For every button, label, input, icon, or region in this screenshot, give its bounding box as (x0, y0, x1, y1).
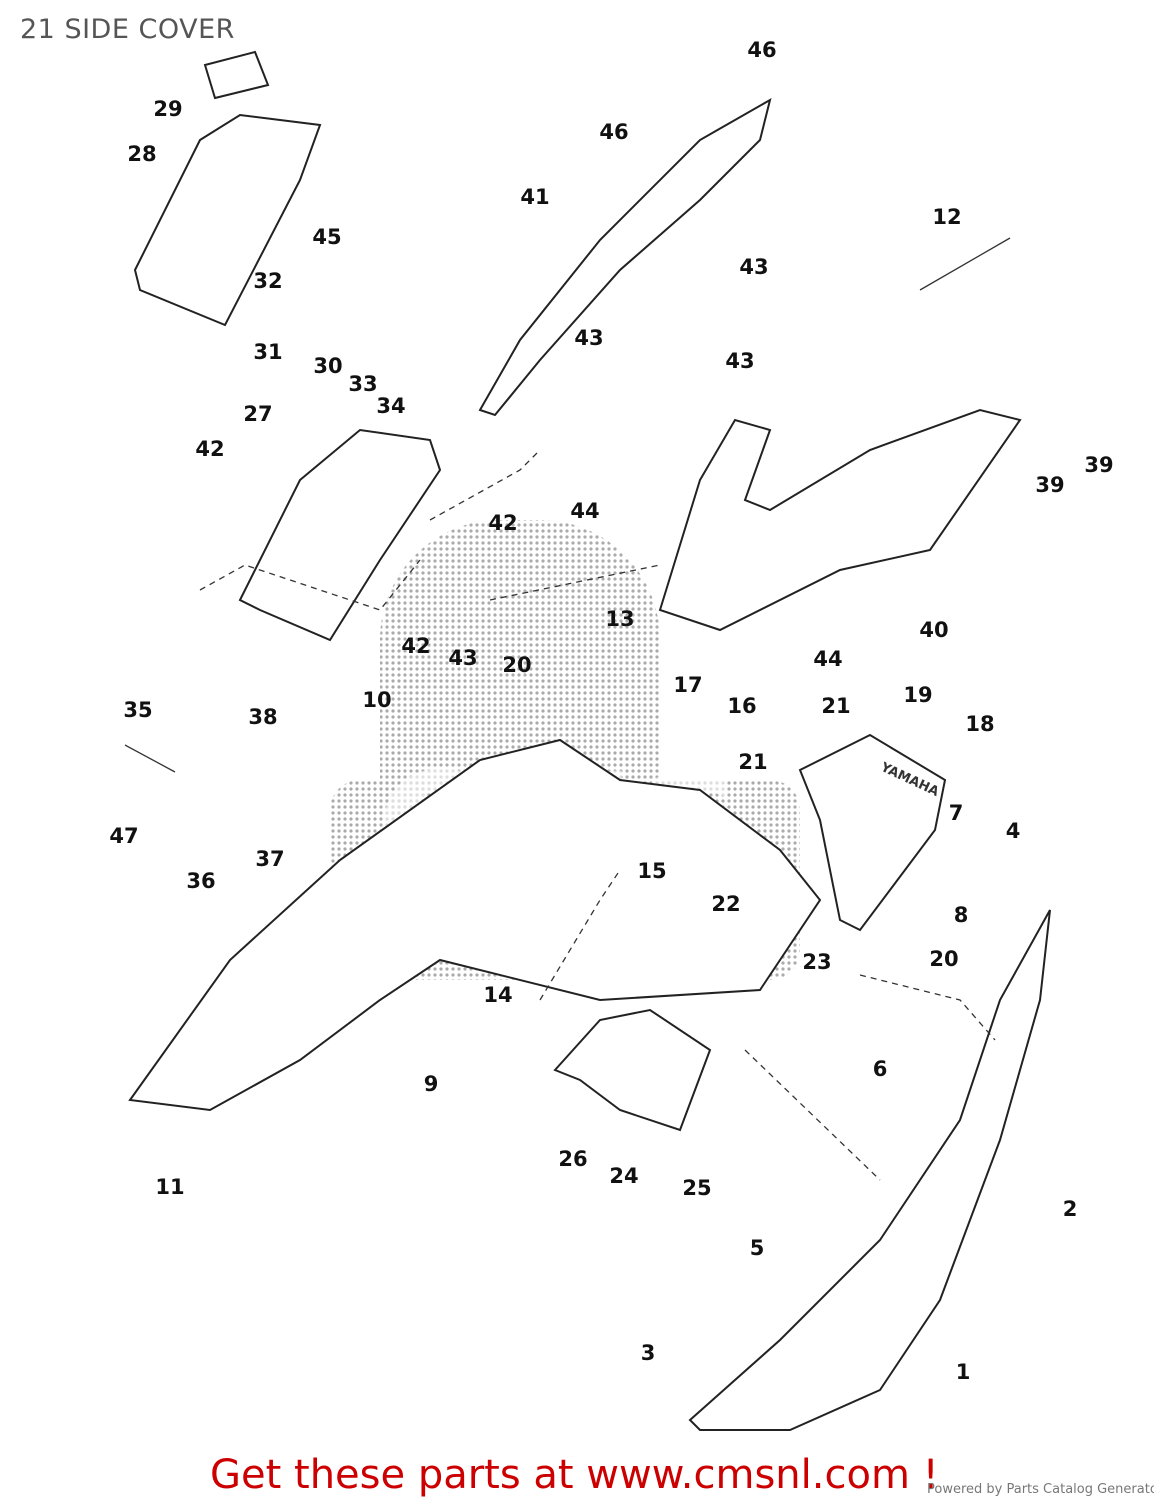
callout-39: 39 (1084, 453, 1113, 477)
powered-by-text: Powered by Parts Catalog Generator (927, 1482, 1154, 1497)
part-28-cover (133, 113, 322, 327)
callout-6: 6 (873, 1057, 888, 1081)
callout-37: 37 (255, 847, 284, 871)
callout-21: 21 (821, 694, 850, 718)
callout-26: 26 (558, 1147, 587, 1171)
callout-21: 21 (738, 750, 767, 774)
callout-3: 3 (641, 1341, 656, 1365)
callout-41: 41 (520, 185, 549, 209)
part-9-main (128, 738, 822, 1112)
callout-39: 39 (1035, 473, 1064, 497)
callout-5: 5 (750, 1236, 765, 1260)
callout-47: 47 (109, 824, 138, 848)
callout-43: 43 (448, 646, 477, 670)
callout-27: 27 (243, 402, 272, 426)
callout-30: 30 (313, 354, 342, 378)
callout-43: 43 (574, 326, 603, 350)
part-outlines (124, 50, 1051, 1431)
part-18-decal (798, 733, 947, 932)
callout-8: 8 (954, 903, 969, 927)
part-1-side (688, 909, 1051, 1431)
callout-31: 31 (253, 340, 282, 364)
callout-33: 33 (348, 372, 377, 396)
callout-40: 40 (919, 618, 948, 642)
callout-42: 42 (488, 511, 517, 535)
callout-18: 18 (965, 712, 994, 736)
callout-42: 42 (401, 634, 430, 658)
callout-23: 23 (802, 950, 831, 974)
callout-13: 13 (605, 607, 634, 631)
callout-20: 20 (929, 947, 958, 971)
callout-32: 32 (253, 269, 282, 293)
part-40-side (658, 408, 1022, 632)
part-12-rod (919, 237, 1011, 291)
callout-7: 7 (949, 801, 964, 825)
callout-9: 9 (424, 1072, 439, 1096)
callout-24: 24 (609, 1164, 638, 1188)
callout-4: 4 (1006, 819, 1021, 843)
callout-22: 22 (711, 892, 740, 916)
callout-14: 14 (483, 983, 512, 1007)
part-35-pin (124, 744, 176, 773)
callout-25: 25 (682, 1176, 711, 1200)
callout-42: 42 (195, 437, 224, 461)
callout-1: 1 (956, 1360, 971, 1384)
callout-2: 2 (1063, 1197, 1078, 1221)
callout-35: 35 (123, 698, 152, 722)
callout-28: 28 (127, 142, 156, 166)
callout-16: 16 (727, 694, 756, 718)
callout-labels: 2928453231303334464641434343123939274242… (109, 38, 1113, 1384)
callout-11: 11 (155, 1175, 184, 1199)
callout-15: 15 (637, 859, 666, 883)
callout-44: 44 (813, 647, 842, 671)
callout-17: 17 (673, 673, 702, 697)
callout-29: 29 (153, 97, 182, 121)
callout-10: 10 (362, 688, 391, 712)
callout-46: 46 (599, 120, 628, 144)
callout-45: 45 (312, 225, 341, 249)
callout-34: 34 (376, 394, 405, 418)
callout-44: 44 (570, 499, 599, 523)
callout-20: 20 (502, 653, 531, 677)
callout-43: 43 (725, 349, 754, 373)
part-41-rail (478, 97, 772, 417)
part-27-panel (238, 428, 442, 642)
cta-link[interactable]: Get these parts at www.cmsnl.com ! (210, 1452, 939, 1498)
callout-38: 38 (248, 705, 277, 729)
callout-46: 46 (747, 38, 776, 62)
page-title: 21 SIDE COVER (20, 14, 235, 45)
callout-36: 36 (186, 869, 215, 893)
callout-12: 12 (932, 205, 961, 229)
callout-43: 43 (739, 255, 768, 279)
part-24-guard (553, 1008, 712, 1132)
callout-19: 19 (903, 683, 932, 707)
part-29-lid (203, 50, 270, 100)
